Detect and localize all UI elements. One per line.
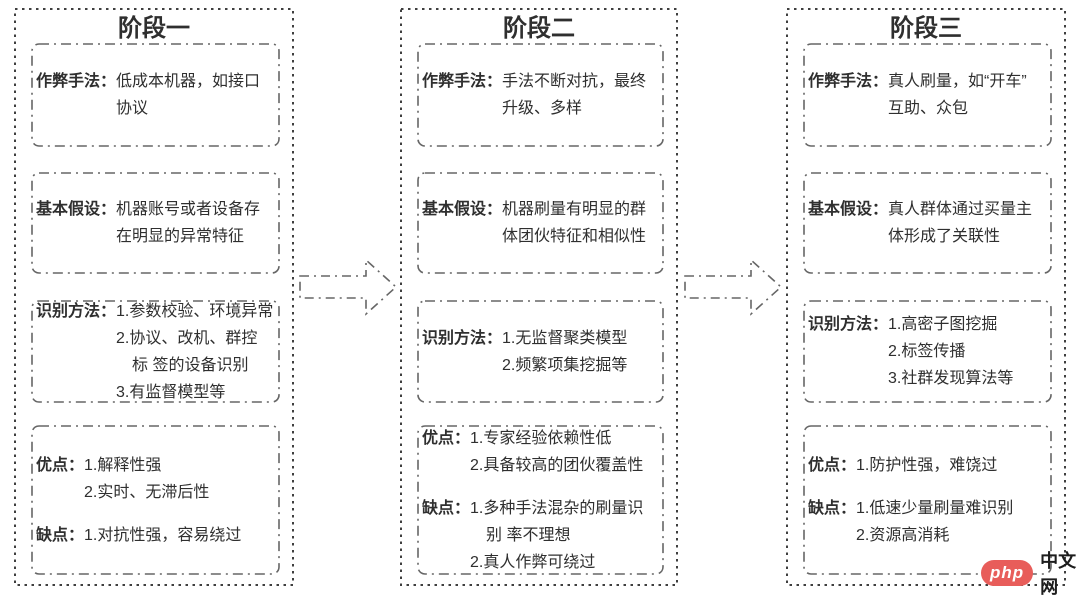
pros-row: 优点： 1.专家经验依赖性低 2.具备较高的团伙覆盖性 xyxy=(422,425,661,479)
phase-column-2: 阶段二 作弊手法： 手法不断对抗，最终 升级、多样 基本假设： 机器刷量有明显的… xyxy=(400,8,678,586)
assumption-box: 基本假设： 机器账号或者设备存 在明显的异常特征 xyxy=(31,172,280,274)
field-row: 基本假设： 真人群体通过买量主 体形成了关联性 xyxy=(808,196,1049,250)
field-content: 机器账号或者设备存 在明显的异常特征 xyxy=(116,201,261,245)
detection-method-box: 识别方法： 1.参数校验、环境异常 2.协议、改机、群控 标 签的设备识别 3.… xyxy=(31,300,280,403)
watermark: php 中文网 xyxy=(981,547,1080,599)
php-logo: php xyxy=(981,560,1034,586)
pros-row: 优点： 1.解释性强 2.实时、无滞后性 xyxy=(36,452,277,506)
field-label: 优点： xyxy=(36,456,85,474)
field-content: 1.低速少量刷量难识别 2.资源高消耗 xyxy=(856,499,1014,544)
field-content: 1.参数校验、环境异常 2.协议、改机、群控 标 签的设备识别 3.有监督模型等 xyxy=(116,302,274,401)
detection-method-box: 识别方法： 1.高密子图挖掘 2.标签传播 3.社群发现算法等 xyxy=(803,300,1052,403)
field-content: 手法不断对抗，最终 升级、多样 xyxy=(502,73,647,117)
cheat-method-box: 作弊手法： 手法不断对抗，最终 升级、多样 xyxy=(417,43,664,147)
field-label: 缺点： xyxy=(808,499,857,517)
field-content: 1.专家经验依赖性低 2.具备较高的团伙覆盖性 xyxy=(470,429,644,474)
phase-title: 阶段一 xyxy=(118,15,190,42)
field-label: 基本假设： xyxy=(36,201,117,218)
cons-row: 缺点： 1.低速少量刷量难识别 2.资源高消耗 xyxy=(808,495,1049,549)
field-row: 基本假设： 机器刷量有明显的群 体团伙特征和相似性 xyxy=(422,196,661,250)
cheat-method-box: 作弊手法： 真人刷量，如“开车” 互助、众包 xyxy=(803,43,1052,147)
field-content: 1.防护性强，难饶过 xyxy=(856,456,998,474)
phase-column-3: 阶段三 作弊手法： 真人刷量，如“开车” 互助、众包 基本假设： 真人群体通过买… xyxy=(786,8,1066,586)
detection-method-box: 识别方法： 1.无监督聚类模型 2.频繁项集挖掘等 xyxy=(417,300,664,403)
flow-arrow-icon xyxy=(299,258,398,316)
field-row: 作弊手法： 低成本机器，如接口 协议 xyxy=(36,68,277,122)
field-content: 真人群体通过买量主 体形成了关联性 xyxy=(888,201,1033,245)
field-label: 基本假设： xyxy=(808,201,889,218)
phase-column-1: 阶段一 作弊手法： 低成本机器，如接口 协议 基本假设： 机器账号或者设备存 在… xyxy=(14,8,294,586)
field-content: 1.对抗性强，容易绕过 xyxy=(84,526,242,544)
assumption-box: 基本假设： 机器刷量有明显的群 体团伙特征和相似性 xyxy=(417,172,664,274)
phase-title: 阶段二 xyxy=(503,15,575,42)
field-label: 识别方法： xyxy=(36,302,117,320)
field-row: 基本假设： 机器账号或者设备存 在明显的异常特征 xyxy=(36,196,277,250)
pros-row: 优点： 1.防护性强，难饶过 xyxy=(808,452,1049,479)
field-label: 优点： xyxy=(808,456,857,474)
field-content: 1.解释性强 2.实时、无滞后性 xyxy=(84,456,210,501)
assumption-box: 基本假设： 真人群体通过买量主 体形成了关联性 xyxy=(803,172,1052,274)
field-row: 作弊手法： 真人刷量，如“开车” 互助、众包 xyxy=(808,68,1049,122)
field-content: 1.无监督聚类模型 2.频繁项集挖掘等 xyxy=(502,329,628,374)
flow-arrow-icon xyxy=(684,258,783,316)
cons-row: 缺点： 1.对抗性强，容易绕过 xyxy=(36,522,277,549)
field-row: 识别方法： 1.无监督聚类模型 2.频繁项集挖掘等 xyxy=(422,325,661,379)
field-label: 缺点： xyxy=(36,526,85,544)
watermark-site-text: 中文网 xyxy=(1040,551,1077,597)
field-label: 识别方法： xyxy=(422,329,503,347)
field-content: 1.高密子图挖掘 2.标签传播 3.社群发现算法等 xyxy=(888,316,1014,387)
field-content: 低成本机器，如接口 协议 xyxy=(116,73,261,117)
cons-row: 缺点： 1.多种手法混杂的刷量识 别 率不理想 2.真人作弊可绕过 xyxy=(422,495,661,576)
field-label: 缺点： xyxy=(422,499,471,517)
pros-cons-box: 优点： 1.专家经验依赖性低 2.具备较高的团伙覆盖性 缺点： 1.多种手法混杂… xyxy=(417,425,664,575)
field-content: 机器刷量有明显的群 体团伙特征和相似性 xyxy=(502,201,647,245)
phase-title: 阶段三 xyxy=(890,15,962,42)
field-content: 真人刷量，如“开车” 互助、众包 xyxy=(888,73,1027,117)
field-row: 作弊手法： 手法不断对抗，最终 升级、多样 xyxy=(422,68,661,122)
field-content: 1.多种手法混杂的刷量识 别 率不理想 2.真人作弊可绕过 xyxy=(470,499,644,571)
field-label: 作弊手法： xyxy=(422,73,503,90)
field-label: 基本假设： xyxy=(422,201,503,218)
field-label: 作弊手法： xyxy=(36,73,117,90)
field-row: 识别方法： 1.参数校验、环境异常 2.协议、改机、群控 标 签的设备识别 3.… xyxy=(36,298,277,406)
field-label: 优点： xyxy=(422,429,471,447)
field-row: 识别方法： 1.高密子图挖掘 2.标签传播 3.社群发现算法等 xyxy=(808,311,1049,392)
cheat-method-box: 作弊手法： 低成本机器，如接口 协议 xyxy=(31,43,280,147)
pros-cons-box: 优点： 1.解释性强 2.实时、无滞后性 缺点： 1.对抗性强，容易绕过 xyxy=(31,425,280,575)
field-label: 作弊手法： xyxy=(808,73,889,90)
field-label: 识别方法： xyxy=(808,316,889,333)
